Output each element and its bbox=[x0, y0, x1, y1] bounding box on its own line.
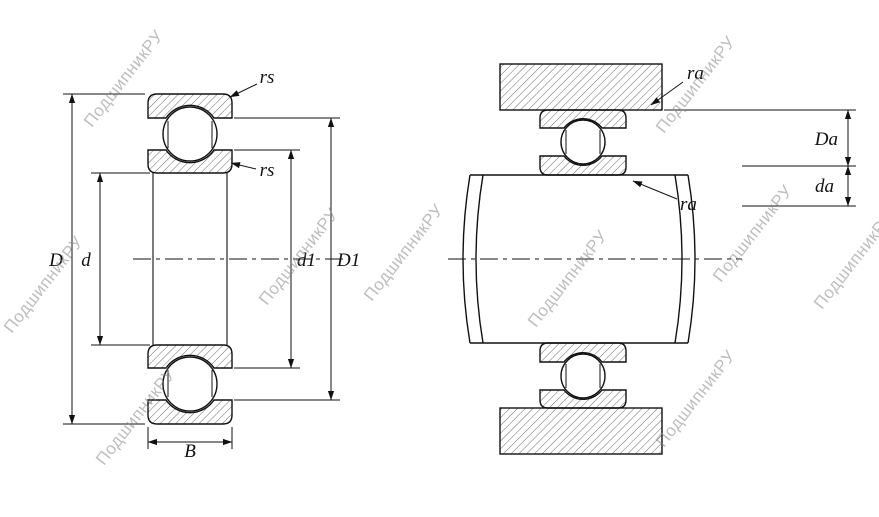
outer-ring-bottom-section bbox=[147, 399, 233, 425]
ball-top bbox=[162, 106, 218, 162]
inner-ring-bottom-section bbox=[539, 342, 627, 363]
watermark: ПодшипникРУ bbox=[360, 201, 447, 305]
watermark: ПодшипникРУ bbox=[709, 182, 796, 286]
inner-ring-top-section bbox=[539, 155, 627, 176]
leader-rs-outer bbox=[229, 83, 258, 98]
dim-label-d1: d1 bbox=[297, 250, 316, 271]
mounted-bearing-section bbox=[539, 109, 627, 409]
dim-label-rs-outer: rs bbox=[260, 67, 275, 88]
watermark: ПодшипникРУ bbox=[652, 347, 739, 451]
watermark: ПодшипникРУ bbox=[0, 233, 87, 337]
outer-ring-top-section bbox=[147, 93, 233, 119]
watermark: ПодшипникРУ bbox=[810, 209, 879, 313]
watermark: ПодшипникРУ bbox=[255, 205, 342, 309]
dim-label-d: d bbox=[81, 250, 91, 271]
ball-bottom bbox=[560, 353, 606, 399]
housing-bottom-section bbox=[499, 407, 663, 455]
dim-label-rs-inner: rs bbox=[260, 160, 275, 181]
outer-ring-top-section bbox=[539, 109, 627, 129]
dimensions-left bbox=[63, 83, 340, 449]
leader-ra-shaft bbox=[632, 180, 678, 200]
dimension-labels: D d d1 D1 B rs rs ra ra Da da bbox=[48, 63, 838, 462]
dim-label-da: da bbox=[815, 176, 834, 197]
dimensions-right bbox=[632, 81, 856, 207]
dim-label-Da: Da bbox=[814, 129, 838, 150]
leader-ra-housing bbox=[650, 81, 684, 106]
outer-ring-bottom-section bbox=[539, 389, 627, 409]
dim-label-ra-housing: ra bbox=[687, 63, 704, 84]
inner-ring-bottom-section bbox=[147, 344, 233, 369]
housing-top-section bbox=[499, 63, 663, 111]
shaft-left-end-arc bbox=[475, 174, 484, 344]
watermark: ПодшипникРУ bbox=[652, 33, 739, 137]
dim-label-D1: D1 bbox=[336, 250, 360, 271]
dim-label-ra-shaft: ra bbox=[680, 194, 697, 215]
dim-label-D: D bbox=[48, 250, 63, 271]
housing bbox=[499, 63, 663, 455]
ball-bottom bbox=[162, 356, 218, 412]
bearing-cross-section-view bbox=[147, 93, 233, 425]
dim-label-B: B bbox=[184, 441, 196, 462]
leader-rs-inner bbox=[230, 162, 257, 170]
ball-top bbox=[560, 119, 606, 165]
watermarks: ПодшипникРУ ПодшипникРУ ПодшипникРУ Подш… bbox=[0, 27, 879, 469]
